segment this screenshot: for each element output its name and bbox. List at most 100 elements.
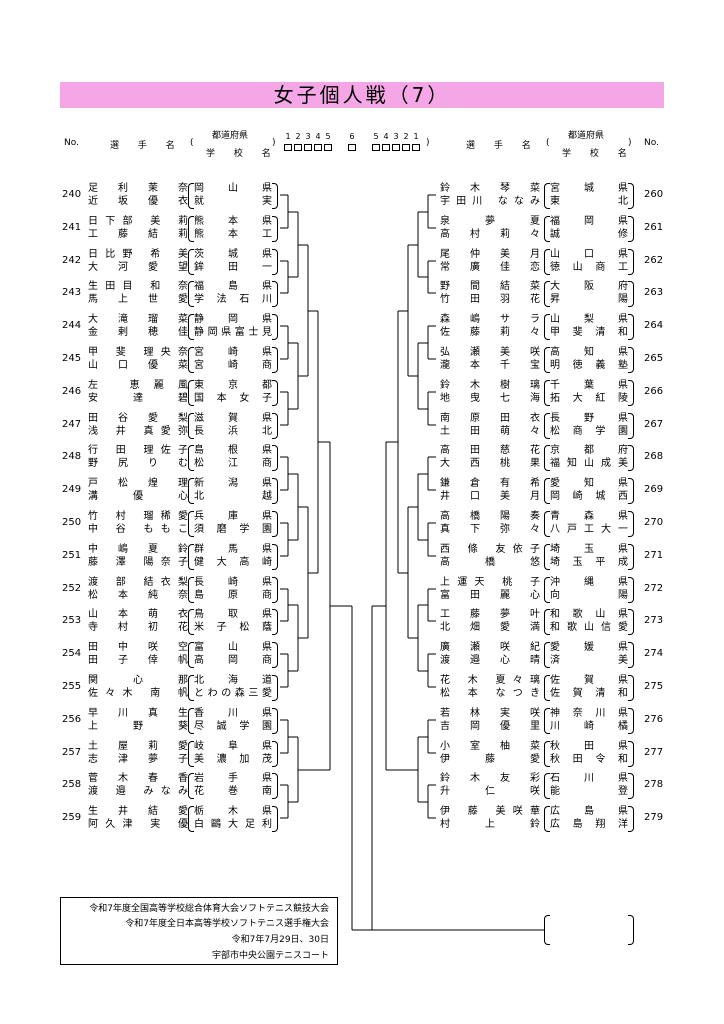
school-box: 和 歌 山 県和歌山信愛 <box>544 608 634 635</box>
player-name: 寺 村 初 花 <box>88 622 188 633</box>
school-box: 岐 阜 県美濃加茂 <box>188 740 278 767</box>
school-box: 沖 縄 県向 陽 <box>544 576 634 603</box>
page-title: 女子個人戦（7） <box>60 82 664 108</box>
player-name: 関 心 那 <box>88 675 188 686</box>
player-name: 山 口 優 菜 <box>88 360 188 371</box>
prefecture: 京 都 府 <box>550 445 628 456</box>
prefecture: 岡 山 県 <box>194 183 272 194</box>
paren-right-open: ( <box>546 138 550 148</box>
entry-number: 253 <box>62 615 82 626</box>
prefecture: 山 口 県 <box>550 249 628 260</box>
round-left-4-box <box>314 144 322 151</box>
school-box: 熊 本 県熊 本 工 <box>188 215 278 242</box>
player-name: 生田目 和 奈 <box>88 281 188 292</box>
school-name: 学法石川 <box>194 294 272 305</box>
school-name: 和歌山信愛 <box>550 622 628 633</box>
player-name: 竹 田 羽 花 <box>440 294 540 305</box>
player-name: 大 滝 瑠 菜 <box>88 314 188 325</box>
player-name: 高 橋 陽 奏 <box>440 511 540 522</box>
player-header-right: 選 手 名 <box>466 141 539 151</box>
prefecture: 神 奈 川 県 <box>550 708 628 719</box>
school-name: 徳山商工 <box>550 262 628 273</box>
player-name: 大 河 愛 望 <box>88 262 188 273</box>
footer-line-1: 令和7年度全国高等学校総合体育大会ソフトテニス競技大会 <box>89 904 329 914</box>
school-box: 秋 田 県秋 田 令 和 <box>544 740 634 767</box>
school-box: 山 口 県徳山商工 <box>544 248 634 275</box>
player-name: 鈴 木 友 彩 <box>440 773 540 784</box>
paren-left: ( <box>190 138 194 148</box>
player-name: 工 藤 夢 叶 <box>440 609 540 620</box>
player-name: 高 田 慈 花 <box>440 445 540 456</box>
player-name: 土 屋 莉 愛 <box>88 741 188 752</box>
prefecture: 北 海 道 <box>194 675 272 686</box>
school-box: 福 島 県学法石川 <box>188 280 278 307</box>
player-name: 佐 藤 莉 々 <box>440 327 540 338</box>
paren-left-close: ) <box>272 138 276 148</box>
school-name: 松 商 学 園 <box>550 426 628 437</box>
school-box: 山 梨 県甲斐清和 <box>544 313 634 340</box>
school-name: 宮 崎 商 <box>194 360 272 371</box>
school-box: 香 川 県尽誠学園 <box>188 707 278 734</box>
entry-number: 244 <box>62 320 82 331</box>
player-name: 浅 井 真愛弥 <box>88 426 188 437</box>
school-box: 佐 賀 県佐 賀 清 和 <box>544 674 634 701</box>
player-name: 宇田川 ななみ <box>440 196 540 207</box>
player-name: 鎌 倉 有 希 <box>440 478 540 489</box>
school-name: 甲斐清和 <box>550 327 628 338</box>
prefecture: 群 馬 県 <box>194 544 272 555</box>
player-name: 真 下 弥 々 <box>440 524 540 535</box>
player-name: 小 室 柚 菜 <box>440 741 540 752</box>
school-name: 済 美 <box>550 655 628 666</box>
entry-number: 269 <box>644 484 664 495</box>
entry-number: 264 <box>644 320 664 331</box>
school-box: 北 海 道とわの森三愛 <box>188 674 278 701</box>
school-name: 能 登 <box>550 786 628 797</box>
player-name: 工 藤 結 莉 <box>88 229 188 240</box>
school-box: 茨 城 県鉾 田 一 <box>188 248 278 275</box>
school-name: とわの森三愛 <box>194 688 272 699</box>
school-box: 富 山 県高 岡 商 <box>188 641 278 668</box>
round-left-2-box <box>294 144 302 151</box>
player-name: 森 嶋 サ ラ <box>440 314 540 325</box>
player-name: 金 剌 穂 佳 <box>88 327 188 338</box>
prefecture: 愛 知 県 <box>550 478 628 489</box>
school-box: 埼 玉 県埼 玉 平 成 <box>544 543 634 570</box>
player-name: 菅 木 春 香 <box>88 773 188 784</box>
school-name: 拓大紅陵 <box>550 393 628 404</box>
prefecture: 兵 庫 県 <box>194 511 272 522</box>
player-name: 左 恵麗風 <box>88 380 188 391</box>
player-header-left: 選 手 名 <box>110 141 183 151</box>
school-box: 岡 山 県就 実 <box>188 182 278 209</box>
entry-number: 245 <box>62 353 82 364</box>
no-header-left: No. <box>64 138 79 148</box>
prefecture: 島 根 県 <box>194 445 272 456</box>
entry-number: 263 <box>644 287 664 298</box>
school-box: 島 根 県松 江 商 <box>188 444 278 471</box>
prefecture: 東 京 都 <box>194 380 272 391</box>
entry-number: 278 <box>644 779 664 790</box>
player-name: 上運天 桃 子 <box>440 577 540 588</box>
entry-number: 249 <box>62 484 82 495</box>
prefecture: 長 崎 県 <box>194 577 272 588</box>
school-name: 国本女子 <box>194 393 272 404</box>
player-name: 日比野 希 美 <box>88 249 188 260</box>
prefecture: 沖 縄 県 <box>550 577 628 588</box>
school-box: 青 森 県八戸工大一 <box>544 510 634 537</box>
school-name: 岡崎城西 <box>550 491 628 502</box>
prefecture: 佐 賀 県 <box>550 675 628 686</box>
school-name: 佐 賀 清 和 <box>550 688 628 699</box>
